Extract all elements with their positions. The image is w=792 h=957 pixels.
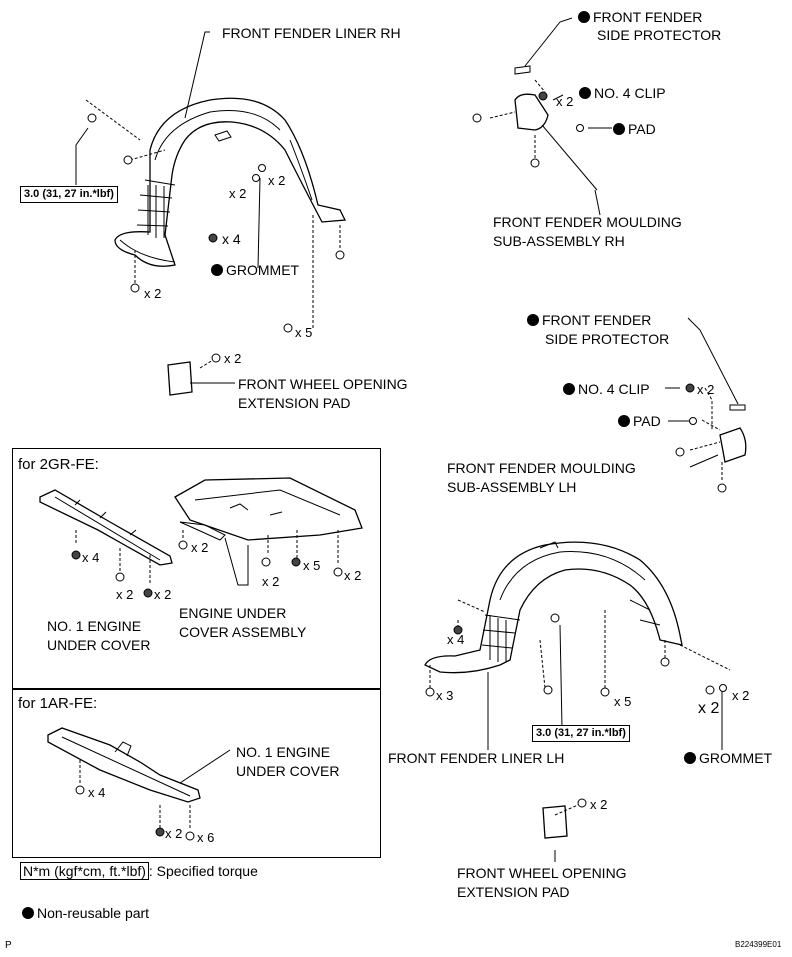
lh-ext-pad-label-2: EXTENSION PAD	[457, 884, 570, 900]
leader-rh-torque	[75, 127, 89, 185]
rh-clip-x2: x 2	[556, 94, 574, 109]
footer-left: P	[5, 940, 12, 951]
legend-torque: N*m (kgf*cm, ft.*lbf): Specified torque	[20, 862, 258, 881]
side-protector-rh-drawing	[514, 65, 531, 75]
rh-pad: PAD	[613, 120, 656, 139]
2gr-bracket-drawing	[179, 521, 226, 541]
2gr-x2-c: x 2	[191, 540, 209, 555]
2gr-x2-e: x 2	[344, 568, 362, 583]
legend-nonreusable: Non-reusable part	[22, 904, 149, 923]
1ar-cover-2: UNDER COVER	[236, 763, 340, 779]
2gr-x5: x 5	[303, 558, 321, 573]
2gr-no1-cover-drawing	[39, 489, 173, 566]
nonreusable-dot-icon	[211, 264, 223, 276]
1ar-no1-cover-drawing	[47, 727, 201, 803]
2gr-x2-d: x 2	[262, 574, 280, 589]
fasteners	[71, 91, 727, 841]
leader-liner-rh	[184, 31, 210, 119]
footer-code: B224399E01	[735, 940, 782, 949]
2gr-cover-1: NO. 1 ENGINE	[47, 618, 142, 634]
lh-side-protector-1: FRONT FENDER	[527, 311, 651, 330]
side-protector-lh-drawing	[729, 404, 746, 411]
lh-x3: x 3	[436, 688, 454, 703]
rh-moulding-1: FRONT FENDER MOULDING	[493, 214, 682, 230]
1ar-x4: x 4	[88, 785, 106, 800]
rh-clip: NO. 4 CLIP	[563, 84, 666, 103]
2gr-assy-2: COVER ASSEMBLY	[179, 624, 307, 640]
moulding-lh-drawing	[719, 427, 747, 463]
nonreusable-dot-icon	[527, 314, 539, 326]
lh-clip: NO. 4 CLIP	[563, 380, 650, 399]
rh-grommet: GROMMET	[211, 261, 299, 280]
box-1ar-title: for 1AR-FE:	[18, 695, 98, 712]
liner-lh-label: FRONT FENDER LINER LH	[388, 750, 565, 766]
rh-side-protector-1: FRONT FENDER	[578, 8, 702, 27]
2gr-x2-b: x 2	[154, 587, 172, 602]
nonreusable-dot-icon	[578, 11, 590, 23]
rh-ext-pad-x2: x 2	[224, 351, 242, 366]
lh-x2-a: x 2	[732, 688, 750, 703]
rh-x2-a: x 2	[229, 186, 247, 201]
box-1ar-fe	[12, 688, 381, 858]
rh-ext-pad-label-1: FRONT WHEEL OPENING	[238, 376, 408, 392]
rh-x2-c: x 2	[144, 286, 162, 301]
liner-rh-label: FRONT FENDER LINER RH	[222, 25, 401, 41]
torque-rh: 3.0 (31, 27 in.*lbf)	[20, 186, 118, 203]
rh-x5: x 5	[295, 325, 313, 340]
box-2gr-title: for 2GR-FE:	[18, 456, 99, 473]
rh-x4: x 4	[222, 231, 241, 247]
ext-pad-lh-drawing	[542, 805, 568, 839]
2gr-x4: x 4	[82, 550, 100, 565]
lh-moulding-1: FRONT FENDER MOULDING	[447, 460, 636, 476]
box-2gr-fe	[12, 448, 381, 690]
ext-pad-rh-drawing	[167, 361, 193, 396]
lh-clip-x2: x 2	[697, 382, 715, 397]
1ar-x2: x 2	[165, 826, 183, 841]
rh-moulding-2: SUB-ASSEMBLY RH	[493, 233, 625, 249]
torque-lh: 3.0 (31, 27 in.*lbf)	[532, 725, 630, 742]
2gr-x2-a: x 2	[116, 587, 134, 602]
nonreusable-dot-icon	[613, 123, 625, 135]
lh-x5: x 5	[614, 694, 632, 709]
1ar-x6: x 6	[197, 830, 215, 845]
rh-ext-pad-label-2: EXTENSION PAD	[238, 395, 351, 411]
moulding-rh-drawing	[514, 93, 549, 131]
rh-side-protector-2: SIDE PROTECTOR	[597, 27, 722, 43]
lh-x4: x 4	[447, 632, 465, 647]
nonreusable-dot-icon	[22, 907, 34, 919]
1ar-cover-1: NO. 1 ENGINE	[236, 744, 331, 760]
lh-grommet: GROMMET	[684, 749, 772, 768]
torque-legend-text: : Specified torque	[148, 863, 258, 879]
leader-rh-grommet	[257, 177, 261, 269]
nonreusable-dot-icon	[618, 415, 630, 427]
nonreusable-dot-icon	[563, 383, 575, 395]
lh-x2-b: x 2	[698, 700, 720, 717]
2gr-assy-1: ENGINE UNDER	[179, 605, 287, 621]
leader-lh-torque	[559, 624, 563, 729]
lh-side-protector-2: SIDE PROTECTOR	[545, 331, 670, 347]
rh-x2-b: x 2	[268, 173, 286, 188]
lh-moulding-2: SUB-ASSEMBLY LH	[447, 479, 577, 495]
nonreusable-dot-icon	[579, 87, 591, 99]
torque-unit-box: N*m (kgf*cm, ft.*lbf)	[20, 862, 149, 880]
2gr-cover-2: UNDER COVER	[47, 637, 151, 653]
fender-liner-lh-drawing	[424, 541, 683, 674]
lh-ext-pad-x2: x 2	[590, 797, 608, 812]
fender-liner-rh-drawing	[114, 97, 347, 267]
lh-pad: PAD	[618, 412, 661, 431]
nonreusable-dot-icon	[684, 752, 696, 764]
lh-ext-pad-label-1: FRONT WHEEL OPENING	[457, 865, 627, 881]
